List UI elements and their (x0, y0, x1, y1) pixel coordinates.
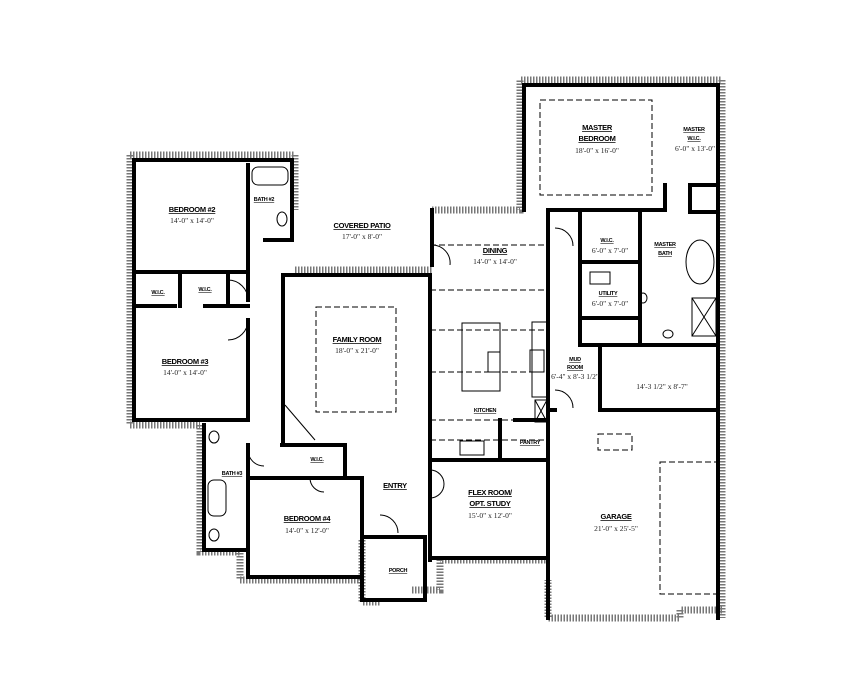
master-bedroom-label-2: BEDROOM (578, 134, 615, 143)
wic-master-size: 6'-0" x 7'-0" (592, 246, 628, 255)
washer (589, 271, 611, 285)
covered-patio-size: 17'-0" x 8'-0" (342, 232, 382, 241)
kitchen-sink (487, 351, 501, 373)
mud-room-label-2: ROOM (567, 365, 584, 371)
master-wic-label-2: W.I.C. (687, 136, 701, 142)
wic-master-label: W.I.C. (600, 238, 614, 244)
storage-size: 14'-3 1/2" x 8'-7" (636, 382, 688, 391)
bathtub (251, 166, 289, 186)
bedroom-4-label: BEDROOM #4 (284, 514, 332, 523)
appliance (459, 440, 485, 456)
utility-size: 6'-0" x 7'-0" (592, 299, 628, 308)
doors (227, 227, 574, 534)
wic-a-label: W.I.C. (151, 290, 165, 296)
family-room-label: FAMILY ROOM (333, 335, 382, 344)
master-bedroom-size: 18'-0" x 16'-0" (575, 146, 619, 155)
covered-patio-label: COVERED PATIO (333, 221, 391, 230)
bedroom-2-label: BEDROOM #2 (169, 205, 216, 214)
mud-room-size: 6'-4" x 8'-3 1/2" (551, 372, 599, 381)
interior-walls (132, 83, 720, 620)
bathtub (207, 479, 227, 517)
sink (208, 528, 220, 542)
kitchen-label: KITCHEN (474, 408, 497, 414)
utility-label: UTILITY (599, 291, 618, 297)
bedroom-3-size: 14'-0" x 14'-0" (163, 368, 207, 377)
porch-label: PORCH (389, 568, 408, 574)
master-bath-label-2: BATH (658, 251, 672, 257)
wic-b-label: W.I.C. (198, 287, 212, 293)
bath-3-label: BATH #3 (222, 471, 243, 477)
sink (208, 430, 220, 444)
family-room-size: 18'-0" x 21'-0" (335, 346, 379, 355)
flex-room-label-2: OPT. STUDY (469, 499, 510, 508)
shower (691, 297, 717, 337)
sink (662, 329, 674, 339)
garage-label: GARAGE (600, 512, 631, 521)
fridge (534, 399, 548, 423)
dining-label: DINING (483, 246, 508, 255)
flex-room-size: 15'-0" x 12'-0" (468, 511, 512, 520)
fixtures (207, 166, 717, 542)
bedroom-4-size: 14'-0" x 12'-0" (285, 526, 329, 535)
sink (276, 211, 288, 227)
garage-size: 21'-0" x 25'-5" (594, 524, 638, 533)
wic-c-label: W.I.C. (310, 457, 324, 463)
pantry-label: PANTRY (520, 440, 541, 446)
master-bath-label-1: MASTER (654, 242, 676, 248)
bedroom-2-size: 14'-0" x 14'-0" (170, 216, 214, 225)
master-wic-label-1: MASTER (683, 127, 705, 133)
exterior-walls (126, 76, 726, 622)
master-wic-size: 6'-0" x 13'-0" (675, 144, 715, 153)
bedroom-3-label: BEDROOM #3 (162, 357, 209, 366)
kitchen-island (461, 322, 501, 392)
bath-2-label: BATH #2 (254, 197, 275, 203)
dining-size: 14'-0" x 14'-0" (473, 257, 517, 266)
mud-room-label-1: MUD (569, 357, 581, 363)
entry-label: ENTRY (383, 481, 407, 490)
tub (685, 239, 715, 285)
kitchen-counter (531, 321, 549, 398)
master-bedroom-label-1: MASTER (582, 123, 613, 132)
range (529, 349, 545, 373)
sink (638, 292, 648, 304)
dashed-ceiling-lines (315, 99, 719, 595)
flex-room-label-1: FLEX ROOM/ (468, 488, 513, 497)
